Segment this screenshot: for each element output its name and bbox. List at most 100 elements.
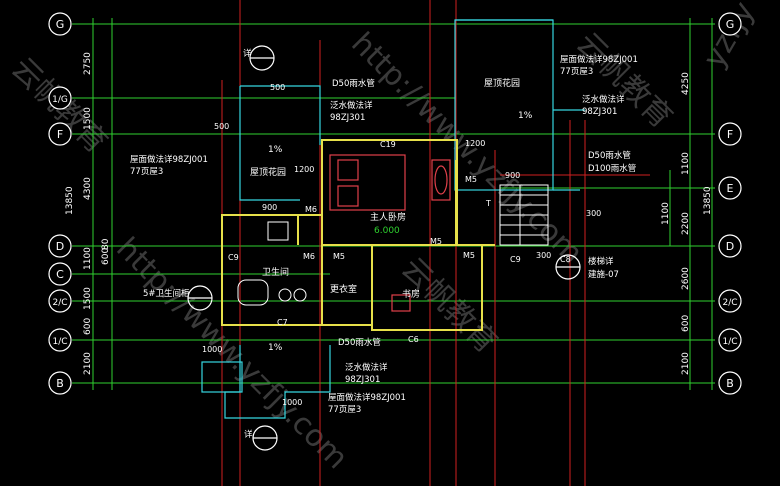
detail-note: 详 [243,48,252,59]
stair-mark: T [485,199,491,208]
grid-label: D [56,240,64,253]
flashing-note: 98ZJ301 [582,107,617,117]
grid-label: B [726,377,734,390]
grid-label: 1/C [52,337,67,347]
dimension-mark: 300 [536,251,551,260]
door-mark: M6 [305,205,317,214]
grid-label: E [727,182,734,195]
detail-markers [187,45,581,451]
slope-label: 1% [518,111,533,121]
room-label: 屋顶花园 [484,77,520,89]
roof-outline [201,19,585,419]
grid-label: F [57,128,63,141]
roof-note: 屋面做法详98ZJ001 [130,154,208,165]
grid-label: 2/C [722,298,737,308]
window-mark: C6 [408,335,419,344]
window-mark: C8 [560,255,571,264]
stair-outline [499,184,549,246]
flashing-note: 泛水做法详 [345,362,388,373]
dimension-text: 2100 [681,352,691,375]
door-mark: M5 [430,237,442,246]
flashing-note: 98ZJ301 [345,375,380,385]
roof-note: 屋面做法详98ZJ001 [328,392,406,403]
window-mark: C19 [380,140,396,149]
bathroom-fixtures [237,221,307,306]
detail-note: 详 [244,429,253,440]
grid-label: C [56,268,64,281]
dimension-mark: 500 [214,122,229,131]
watermark-text: yzfjy [697,0,762,74]
grid-lines [72,18,715,390]
grid-bubbles-right [718,12,742,395]
watermark-layer: http://www.yzfjy.com 云帆教育 yzfjy 云帆教育 htt… [4,0,762,476]
grid-label: G [726,18,735,31]
grid-bubbles-left [48,12,72,395]
drain-note: D50雨水管 [588,150,631,161]
dimension-mark: 300 [586,209,601,218]
stair-note: 楼梯详 [588,256,614,267]
roof-note: 77页屋3 [560,67,593,77]
door-mark: M5 [333,252,345,261]
dimension-text: 2600 [681,267,691,290]
grid-label: 2/C [52,298,67,308]
dimension-text: 2200 [681,212,691,235]
grid-label: 1/G [52,95,68,105]
dimension-text: 600 [681,315,691,332]
watermark-text: 云帆教育 [394,251,504,361]
stair-note: 建施-07 [588,269,619,280]
watermark-text: http://www.yzfjy.com [109,231,354,476]
slope-label: 1% [268,343,283,353]
roof-note: 屋面做法详98ZJ001 [560,54,638,65]
dimension-mark: 900 [262,203,277,212]
slope-label: 1% [268,145,283,155]
grid-label: D [726,240,734,253]
room-label: 主人卧房 [370,211,406,223]
roof-note: 77页屋3 [328,405,361,415]
window-mark: C9 [228,253,239,262]
window-mark: C7 [277,318,288,327]
dimension-text: 4300 [83,177,93,200]
walls [221,139,495,331]
door-mark: M5 [463,251,475,260]
watermark-text: 云帆教育 [569,26,679,136]
dimension-text: 1100 [661,202,671,225]
room-label: 卫生间 [262,266,289,278]
dimension-text: 1100 [83,247,93,270]
window-mark: C9 [510,255,521,264]
grid-label: 1/C [722,337,737,347]
dimension-text: 2750 [83,52,93,75]
bed-furniture [329,154,451,312]
room-label: 屋顶花园 [250,166,286,178]
grid-label: G [56,18,65,31]
dimension-mark: 900 [505,171,520,180]
dimension-text: 4250 [681,72,691,95]
cabinet-note: 5#卫生间柜 [143,288,190,299]
dimension-text: 600 [101,248,111,265]
dimension-text: 80 [101,238,111,250]
dimension-mark: 500 [270,83,285,92]
drain-note: D100雨水管 [588,163,636,174]
dimension-text: 2100 [83,352,93,375]
dimension-text: 13850 [703,186,713,215]
roof-note: 77页屋3 [130,167,163,177]
dimension-text: 1100 [681,152,691,175]
flashing-note: 98ZJ301 [330,113,365,123]
drain-note: D50雨水管 [338,337,381,348]
door-mark: M6 [303,252,315,261]
grid-label: F [727,128,733,141]
dimension-mark: 1200 [294,165,314,174]
grid-label: B [56,377,64,390]
flashing-note: 泛水做法详 [582,94,625,105]
room-label: 更衣室 [330,283,357,295]
dimension-mark: 1200 [465,139,485,148]
room-label: 书房 [402,288,420,300]
door-mark: M5 [465,175,477,184]
dimension-text: 1500 [83,107,93,130]
dimension-mark: 1000 [202,345,222,354]
dimension-mark: 1000 [282,398,302,407]
flashing-note: 泛水做法详 [330,100,373,111]
elevation-label: 6.000 [374,226,400,236]
dimension-text: 600 [83,318,93,335]
drain-note: D50雨水管 [332,78,375,89]
